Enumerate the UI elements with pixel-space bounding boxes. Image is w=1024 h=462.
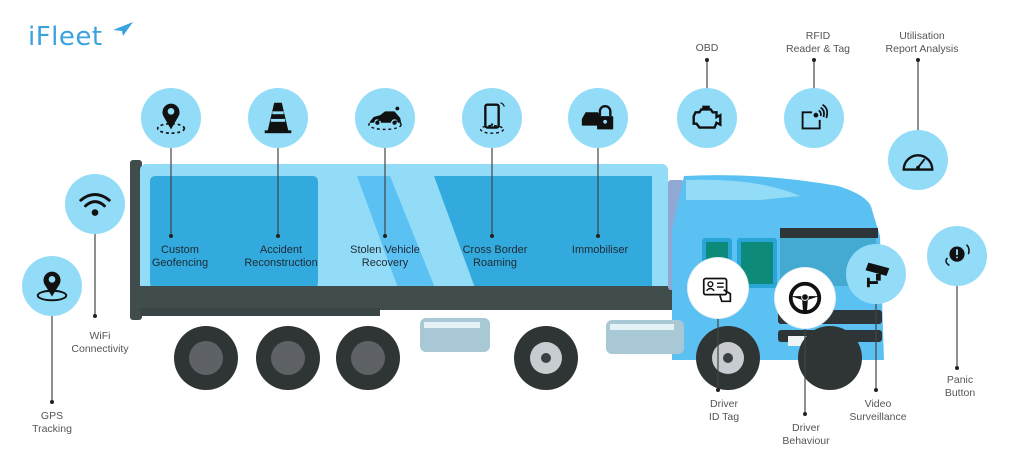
feature-label-immobiliser: Immobiliser	[571, 244, 629, 256]
panic-button-icon	[945, 244, 970, 267]
feature-label-geofencing: Custom Geofencing	[151, 244, 209, 269]
feature-label-rfid: RFID Reader & Tag	[785, 30, 851, 55]
feature-label-stolen: Stolen Vehicle Recovery	[350, 244, 420, 269]
feature-label-roaming: Cross Border Roaming	[462, 244, 528, 269]
steering-wheel-icon	[788, 281, 822, 315]
accident-icon-badge	[248, 88, 308, 148]
phone-signal-icon	[479, 102, 505, 134]
cctv-camera-icon	[865, 262, 890, 288]
id-card-icon	[702, 277, 732, 303]
feature-label-driver-behaviour: Driver Behaviour	[782, 422, 830, 447]
geofence-pin-icon	[156, 103, 186, 135]
panic-button-icon-badge	[927, 226, 987, 286]
paper-plane-icon	[113, 22, 133, 36]
brand-logo: iFleet	[28, 22, 103, 52]
driver-behaviour-icon-badge	[775, 268, 835, 328]
obd-icon-badge	[677, 88, 737, 148]
traffic-cone-icon	[264, 102, 292, 134]
map-pin-ring-icon	[36, 271, 68, 302]
rfid-icon-badge	[784, 88, 844, 148]
wifi-icon	[79, 193, 111, 216]
speedometer-icon	[902, 154, 934, 171]
feature-label-utilisation: Utilisation Report Analysis	[885, 30, 959, 55]
stolen-vehicle-icon-badge	[355, 88, 415, 148]
feature-label-driver-id: Driver ID Tag	[708, 398, 740, 423]
car-lock-icon	[581, 105, 614, 130]
rfid-icon	[801, 103, 829, 130]
immobiliser-icon-badge	[568, 88, 628, 148]
feature-label-accident: Accident Reconstruction	[244, 244, 318, 269]
driver-id-icon-badge	[688, 258, 748, 318]
engine-icon	[692, 105, 722, 129]
gps-tracking-icon-badge	[22, 256, 82, 316]
car-tracking-icon	[368, 106, 402, 131]
feature-label-obd: OBD	[695, 42, 719, 54]
feature-label-wifi: WiFi Connectivity	[71, 330, 129, 355]
cross-border-icon-badge	[462, 88, 522, 148]
video-surveillance-icon-badge	[846, 244, 906, 304]
utilisation-icon-badge	[888, 130, 948, 190]
geofencing-icon-badge	[141, 88, 201, 148]
feature-label-panic: Panic Button	[944, 374, 976, 399]
feature-label-gps: GPS Tracking	[32, 410, 72, 435]
wifi-icon-badge	[65, 174, 125, 234]
feature-label-video: Video Surveillance	[849, 398, 907, 423]
